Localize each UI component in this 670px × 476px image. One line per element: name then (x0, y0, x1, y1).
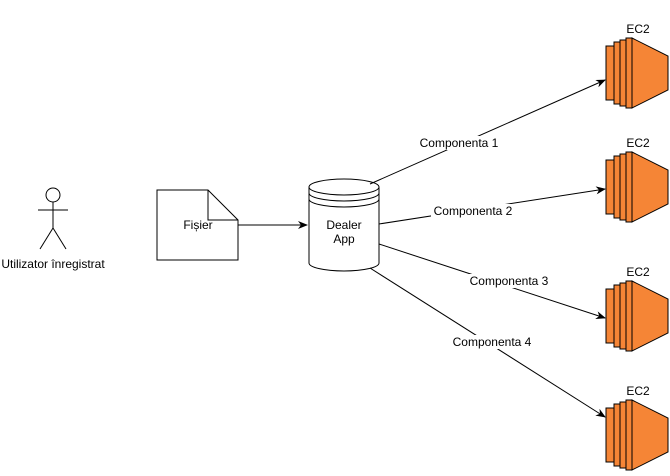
ec2-label-1: EC2 (626, 22, 650, 36)
document-label: Fișier (183, 218, 212, 232)
connector-componenta-3[interactable]: Componenta 3 (378, 243, 606, 320)
connection-label-4: Componenta 4 (453, 335, 532, 349)
ec2-label-3: EC2 (626, 265, 650, 279)
file-document[interactable]: Fișier (156, 189, 239, 261)
connection-label-3: Componenta 3 (470, 274, 549, 288)
connector-componenta-4[interactable]: Componenta 4 (369, 267, 606, 418)
ec2-instance-icon (605, 280, 669, 352)
ec2-instance-icon (605, 399, 669, 471)
ec2-instance-icon (605, 37, 669, 109)
database-cylinder-icon (308, 178, 380, 272)
ec2-instance-3[interactable]: EC2 (605, 265, 669, 352)
document-icon (156, 189, 239, 261)
ec2-instance-4[interactable]: EC2 (605, 384, 669, 471)
database-dealer-app[interactable]: Dealer App (308, 178, 380, 272)
ec2-label-2: EC2 (626, 136, 650, 150)
actor-label: Utilizator înregistrat (1, 257, 105, 271)
connection-label-1: Componenta 1 (420, 136, 499, 150)
database-label-line1: Dealer (326, 218, 361, 232)
ec2-label-4: EC2 (626, 384, 650, 398)
connector-componenta-2[interactable]: Componenta 2 (378, 186, 606, 225)
actor-user[interactable]: Utilizator înregistrat (1, 187, 105, 271)
ec2-instance-1[interactable]: EC2 (605, 22, 669, 109)
connection-label-2: Componenta 2 (434, 204, 513, 218)
database-label-line2: App (333, 232, 355, 246)
connector-componenta-1[interactable]: Componenta 1 (369, 79, 606, 185)
ec2-instance-icon (605, 151, 669, 223)
ec2-instance-2[interactable]: EC2 (605, 136, 669, 223)
stick-figure-icon (38, 187, 68, 250)
